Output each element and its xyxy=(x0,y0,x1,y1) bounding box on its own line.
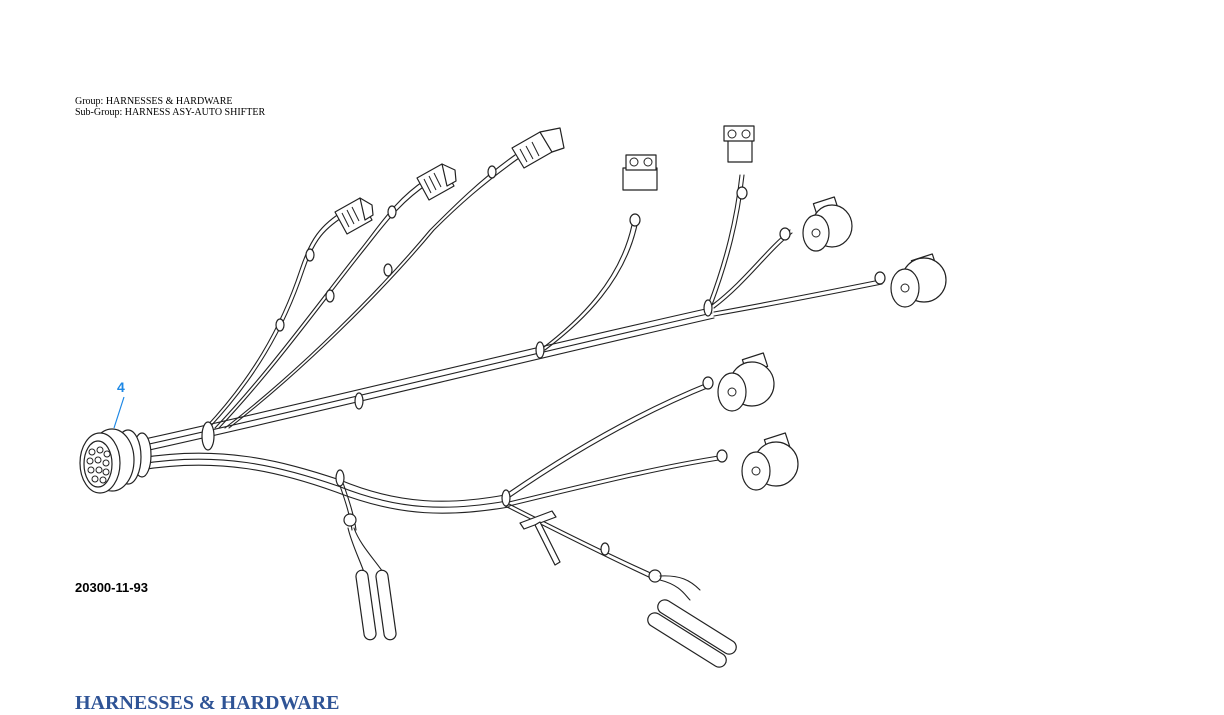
square-connector-2 xyxy=(723,125,755,163)
solenoid-coil-3 xyxy=(717,352,775,412)
main-trunk xyxy=(139,307,715,453)
subgroup-label: Sub-Group: HARNESS ASY-AUTO SHIFTER xyxy=(75,107,266,118)
group-label: Group: HARNESSES & HARDWARE xyxy=(75,96,233,107)
sensor-pigtail-right xyxy=(647,569,737,668)
flat-connector-1 xyxy=(334,197,374,235)
flat-connector-2 xyxy=(416,163,457,201)
callout: 4 xyxy=(113,379,125,429)
tie-strap xyxy=(519,510,561,566)
square-connector-1 xyxy=(622,154,658,191)
sensor-pigtail-left xyxy=(343,513,397,641)
flat-connector-3 xyxy=(511,127,565,169)
round-connector xyxy=(79,428,152,494)
solenoid-coil-4 xyxy=(741,432,799,491)
wire-clips xyxy=(201,165,886,556)
section-title: HARNESSES & HARDWARE xyxy=(75,692,340,714)
solenoid-coil-1 xyxy=(802,196,853,252)
figure-id: 20300-11-93 xyxy=(75,580,148,595)
callout-number: 4 xyxy=(117,379,125,395)
lower-trunk xyxy=(139,381,726,580)
upper-branches xyxy=(204,154,883,429)
solenoid-coil-2 xyxy=(890,253,947,308)
